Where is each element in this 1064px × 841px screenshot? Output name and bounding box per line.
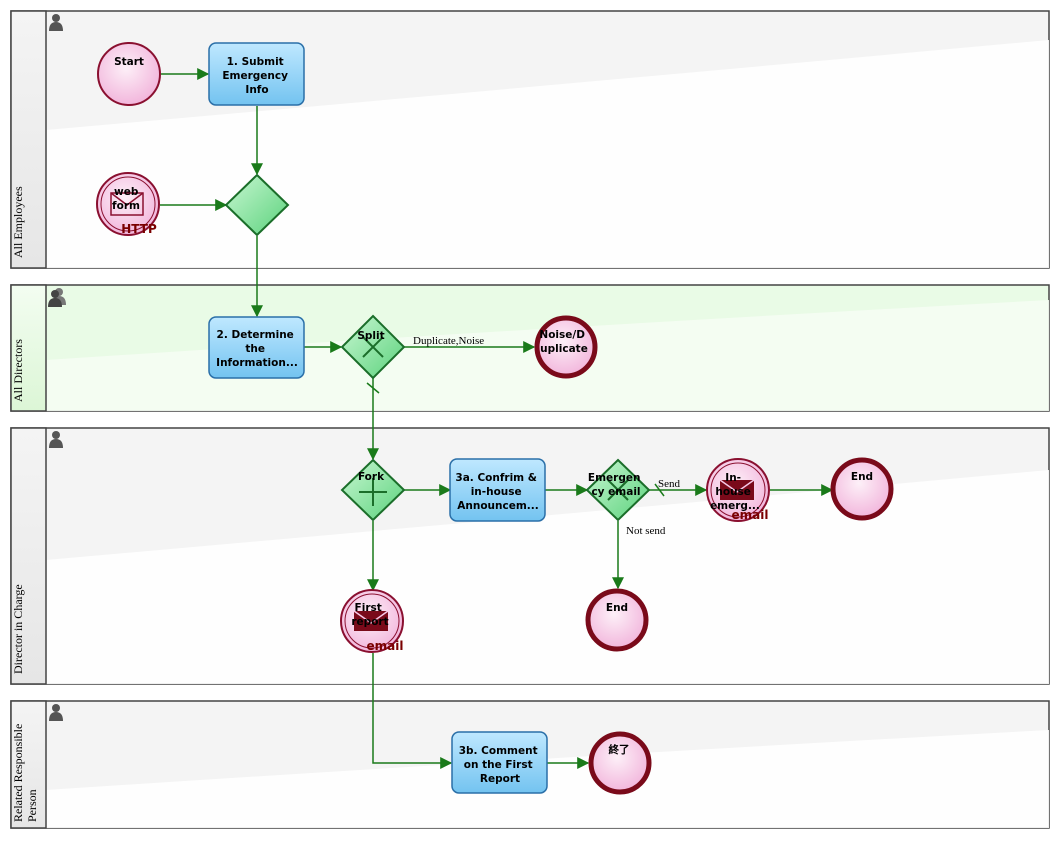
merge-gateway[interactable]	[224, 173, 290, 237]
node-label: Fork	[358, 471, 385, 483]
node-label: web form	[112, 186, 142, 212]
webform-start-event[interactable]: web form HTTP	[96, 172, 160, 236]
node-label: 3a. Confrim & in-house Announcem...	[455, 472, 540, 512]
lane-label: All Directors	[11, 339, 25, 402]
start-event[interactable]: Start	[97, 42, 161, 106]
emergency-email-gateway[interactable]: Emergen cy email	[585, 458, 651, 522]
node-label: End	[606, 602, 628, 614]
end-event[interactable]: End	[585, 588, 649, 652]
lane-label-line: Person	[25, 789, 39, 822]
group-icon	[48, 288, 66, 307]
edge-label-send: Send	[658, 478, 681, 490]
lane-label: Director in Charge	[11, 584, 25, 674]
email-badge: email	[367, 639, 404, 653]
node-label: Noise/D uplicate	[539, 329, 588, 355]
node-label: Emergen cy email	[588, 472, 644, 498]
noise-duplicate-end-event[interactable]: Noise/D uplicate	[534, 315, 598, 379]
node-label: Start	[114, 56, 144, 68]
envelope-icon	[719, 479, 755, 500]
person-icon	[49, 704, 63, 721]
default-flow-mark	[654, 483, 665, 497]
default-flow-mark	[366, 382, 380, 394]
task-comment-first-report[interactable]: 3b. Comment on the First Report	[451, 731, 548, 794]
edges	[160, 68, 834, 769]
inhouse-email-event[interactable]: In- house emerg... email	[706, 458, 770, 522]
exclusive-x-icon	[362, 336, 384, 358]
envelope-icon	[110, 192, 144, 216]
edge-label-not-send: Not send	[626, 525, 666, 537]
end-event-shuryo[interactable]: 終了	[588, 731, 652, 795]
end-event[interactable]: End	[830, 457, 894, 521]
node-label: 2. Determine the Information...	[216, 329, 298, 369]
node-label: 1. Submit Emergency Info	[222, 56, 291, 96]
envelope-icon	[353, 610, 389, 631]
edge-label-duplicate-noise: Duplicate,Noise	[413, 335, 484, 347]
person-icon	[49, 14, 63, 31]
exclusive-x-icon	[607, 479, 629, 501]
node-label: End	[851, 471, 873, 483]
lane-all-employees: All Employees	[10, 10, 1050, 269]
lane-label: Related Responsible	[11, 724, 25, 822]
node-label: First report	[351, 602, 388, 628]
node-label: 終了	[609, 743, 630, 756]
person-icon	[49, 431, 63, 448]
split-gateway[interactable]: Split	[340, 314, 406, 380]
node-label: In- house emerg...	[710, 472, 760, 512]
task-determine-information[interactable]: 2. Determine the Information...	[208, 316, 305, 379]
node-label: 3b. Comment on the First Report	[459, 745, 542, 785]
node-label: Split	[357, 330, 384, 342]
task-submit-emergency-info[interactable]: 1. Submit Emergency Info	[208, 42, 305, 106]
fork-gateway[interactable]: Fork	[340, 458, 406, 522]
lane-label: Person	[25, 789, 39, 822]
parallel-plus-icon	[359, 478, 387, 506]
task-confirm-announcement[interactable]: 3a. Confrim & in-house Announcem...	[449, 458, 546, 522]
first-report-email-event[interactable]: First report email	[340, 589, 404, 653]
lane-all-directors: All Directors	[10, 284, 1050, 412]
http-badge: HTTP	[121, 222, 157, 236]
lane-label-line: Related Responsible	[11, 724, 25, 822]
lane-label: All Employees	[11, 186, 25, 258]
email-badge: email	[732, 508, 769, 522]
edge-first-report-to-comment[interactable]	[372, 653, 453, 769]
